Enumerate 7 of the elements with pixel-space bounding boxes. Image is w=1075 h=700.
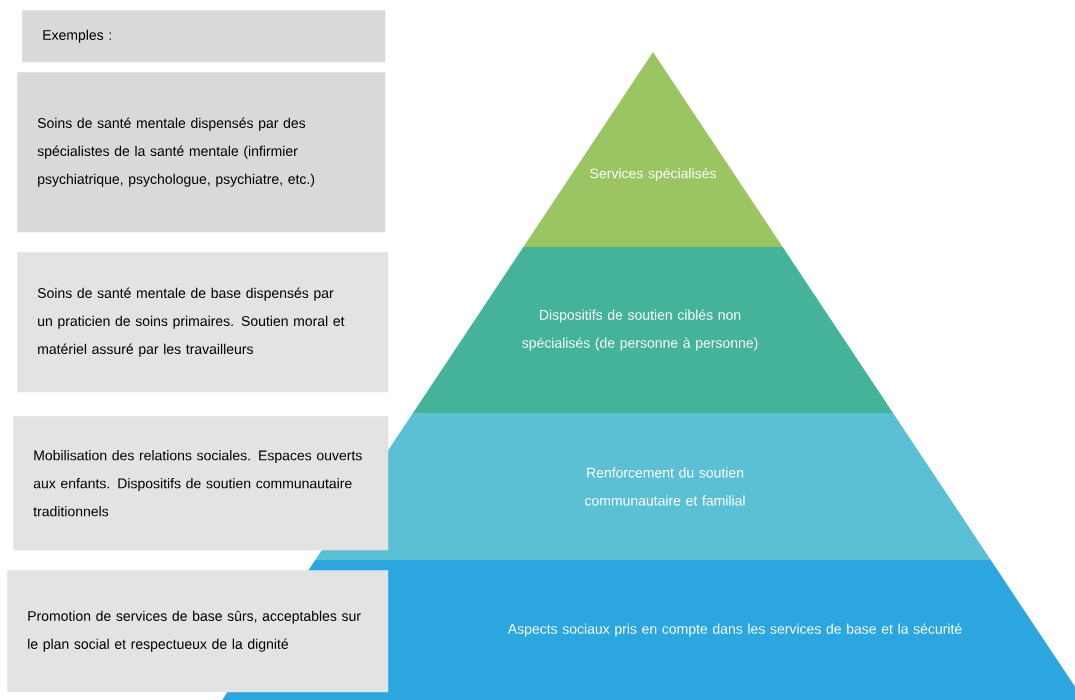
pyramid-layer: Dispositifs de soutien ciblés non spécialisés (de personne à personne) bbox=[412, 247, 894, 413]
example-box: Promotion de services de base sûrs, acceptables sur le plan social et respectueux de la dignité bbox=[7, 570, 389, 693]
example-box: Soins de santé mentale dispensés par des spécialistes de la santé mentale (infirmier psychiatrique, psychologue, psychiatre, etc.) bbox=[17, 72, 386, 233]
example-box: Exemples : bbox=[22, 10, 386, 63]
pyramid-layer: Services spécialisés bbox=[523, 52, 783, 247]
example-box: Soins de santé mentale de base dispensés par un praticien de soins primaires. Soutien moral et matériel assuré par les travailleurs bbox=[17, 252, 389, 393]
example-box: Mobilisation des relations sociales. Espaces ouverts aux enfants. Dispositifs de soutien communautaire traditionnels bbox=[13, 416, 389, 551]
